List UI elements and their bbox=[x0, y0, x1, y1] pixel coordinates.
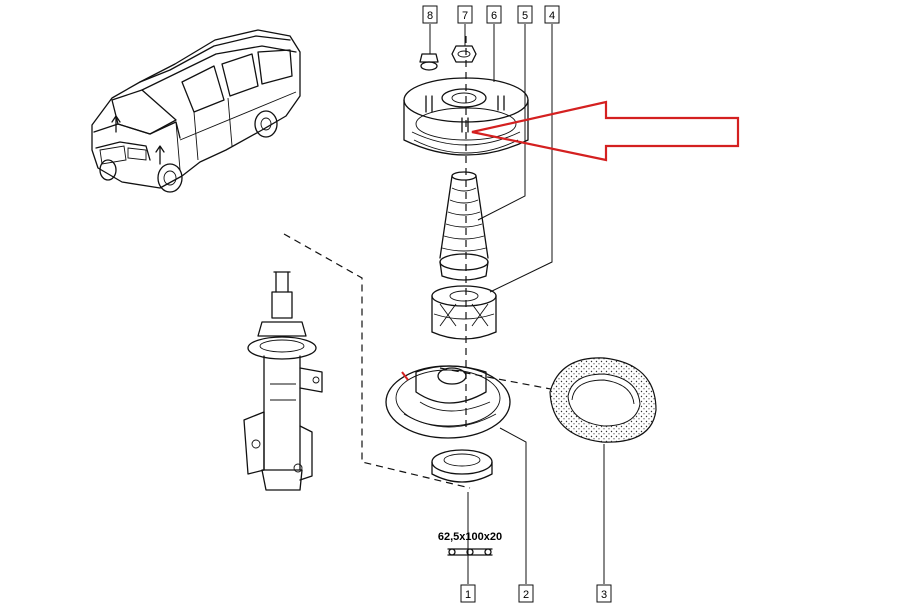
assembly-line-ring bbox=[439, 367, 557, 391]
callout-7: 7 bbox=[457, 5, 473, 24]
van-illustration bbox=[91, 29, 301, 193]
callout-2: 2 bbox=[518, 584, 534, 603]
part-5-dust-boot bbox=[439, 171, 489, 281]
part-8-nut bbox=[419, 53, 439, 71]
bearing-dimension-label: 62,5x100x20 bbox=[438, 531, 502, 543]
callout-3: 3 bbox=[596, 584, 612, 603]
callout-1: 1 bbox=[460, 584, 476, 603]
svg-text:2: 2 bbox=[523, 589, 529, 601]
svg-text:4: 4 bbox=[549, 10, 555, 22]
strut-assembly-illustration bbox=[243, 271, 323, 491]
callout-6: 6 bbox=[486, 5, 502, 24]
part-7-hex-nut bbox=[451, 45, 477, 63]
callout-8: 8 bbox=[422, 5, 438, 24]
assembly-line-upper bbox=[283, 233, 471, 489]
svg-text:8: 8 bbox=[427, 10, 433, 22]
svg-text:1: 1 bbox=[465, 589, 471, 601]
svg-text:6: 6 bbox=[491, 10, 497, 22]
svg-text:7: 7 bbox=[462, 10, 468, 22]
svg-text:3: 3 bbox=[601, 589, 607, 601]
part-6-top-mount bbox=[403, 77, 529, 156]
part-1-bearing bbox=[431, 449, 493, 483]
red-pointer-arrow bbox=[471, 100, 740, 162]
callout-5: 5 bbox=[517, 5, 533, 24]
svg-text:5: 5 bbox=[522, 10, 528, 22]
callout-4: 4 bbox=[544, 5, 560, 24]
bearing-symbol bbox=[447, 548, 493, 556]
leader-lines bbox=[429, 24, 605, 584]
part-4-bump-stop bbox=[431, 285, 497, 340]
part-3-rubber-ring bbox=[549, 357, 657, 443]
part-2-spring-seat bbox=[385, 365, 511, 439]
